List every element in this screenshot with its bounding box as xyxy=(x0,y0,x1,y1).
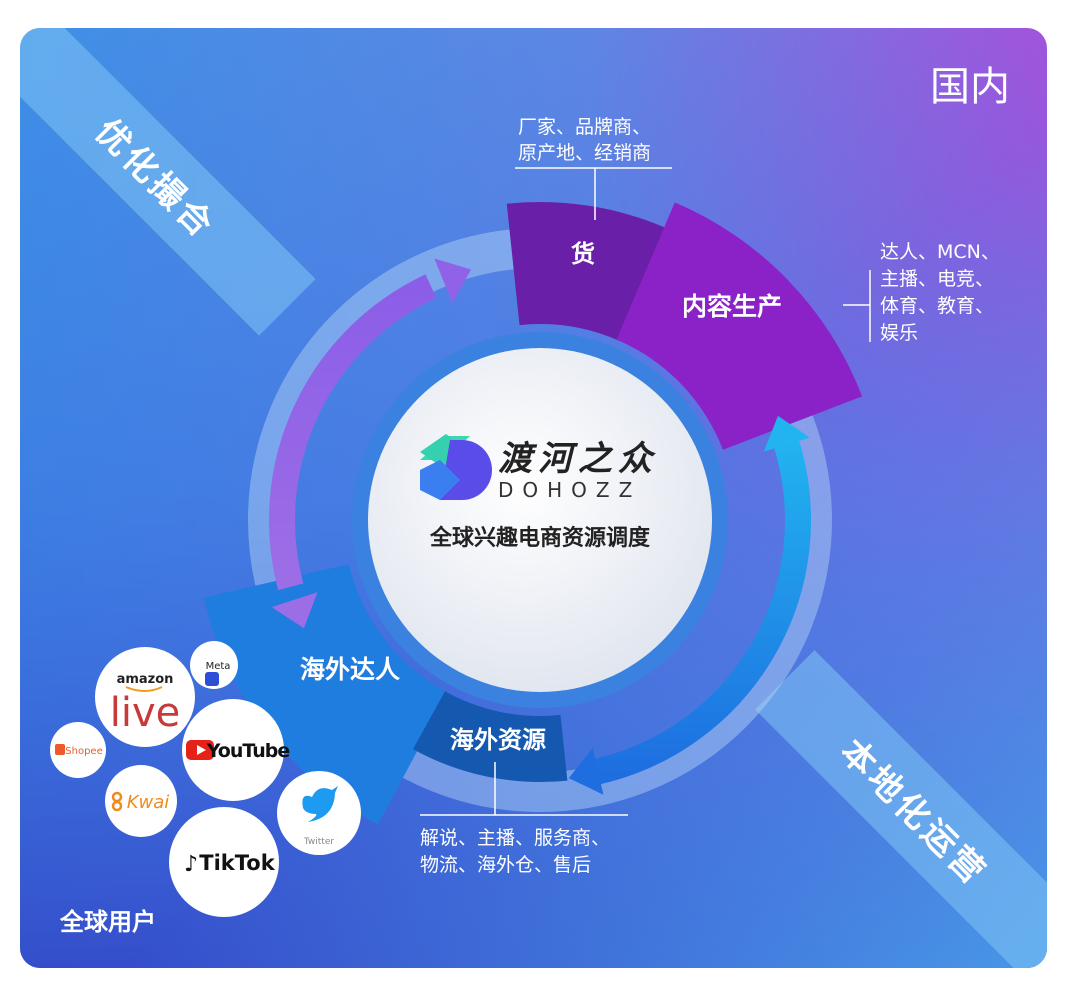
arrow-head-icon xyxy=(271,592,318,629)
content-callout-line: 主播、电竞、 xyxy=(880,268,994,290)
right-cycle-arrow xyxy=(582,427,811,787)
sector-creators-label: 海外达人 xyxy=(300,655,400,684)
arrow-head-icon xyxy=(568,748,604,795)
left-cycle-arrow xyxy=(269,274,437,591)
sector-content-production xyxy=(616,202,863,450)
svg-text:TikTok: TikTok xyxy=(199,851,275,875)
svg-text:Kwai: Kwai xyxy=(127,792,170,813)
platform-tiktok: ♪ TikTok xyxy=(169,807,279,917)
domestic-label: 国内 xyxy=(930,64,1010,110)
center-subtitle: 全球兴趣电商资源调度 xyxy=(429,525,651,551)
platform-youtube: YouTube xyxy=(182,699,290,801)
svg-text:Shopee: Shopee xyxy=(65,746,102,757)
svg-text:DOHOZZ: DOHOZZ xyxy=(498,478,641,502)
content-callout-line: 体育、教育、 xyxy=(880,295,994,317)
svg-text:live: live xyxy=(110,690,181,736)
arrow-head-icon xyxy=(763,415,810,452)
sector-goods-label: 货 xyxy=(571,240,595,268)
content-callout-line: 达人、MCN、 xyxy=(880,241,1000,263)
sector-overseas-resources xyxy=(412,691,568,782)
platform-twitter: Twitter xyxy=(277,771,361,855)
goods-callout-line: 原产地、经销商 xyxy=(518,142,651,164)
platform-kwai: Kwai xyxy=(105,765,177,837)
resources-callout-line: 物流、海外仓、售后 xyxy=(420,854,591,876)
dohozz-logo: 渡河之众 DOHOZZ xyxy=(420,434,658,502)
sector-content-label: 内容生产 xyxy=(682,292,782,321)
core-circle xyxy=(368,348,712,692)
content-callout-line: 娱乐 xyxy=(880,322,918,344)
svg-text:YouTube: YouTube xyxy=(206,740,290,762)
platform-shopee: Shopee xyxy=(50,722,106,778)
arrow-head-icon xyxy=(434,258,472,304)
sector-goods xyxy=(506,202,670,341)
svg-text:渡河之众: 渡河之众 xyxy=(498,439,658,479)
callout-lines xyxy=(420,167,871,816)
svg-text:Twitter: Twitter xyxy=(303,837,334,847)
global-users-label: 全球用户 xyxy=(59,908,156,936)
sector-resources-label: 海外资源 xyxy=(450,726,546,754)
resources-callout-line: 解说、主播、服务商、 xyxy=(420,827,610,849)
sector-overseas-creators xyxy=(203,564,448,825)
goods-callout-line: 厂家、品牌商、 xyxy=(518,116,651,138)
platform-amazon-live: amazon live xyxy=(95,647,195,747)
tiktok-note-icon: ♪ xyxy=(184,852,198,877)
svg-text:amazon: amazon xyxy=(117,672,174,687)
svg-text:Meta: Meta xyxy=(206,661,231,672)
platform-meta: Meta xyxy=(190,641,238,689)
